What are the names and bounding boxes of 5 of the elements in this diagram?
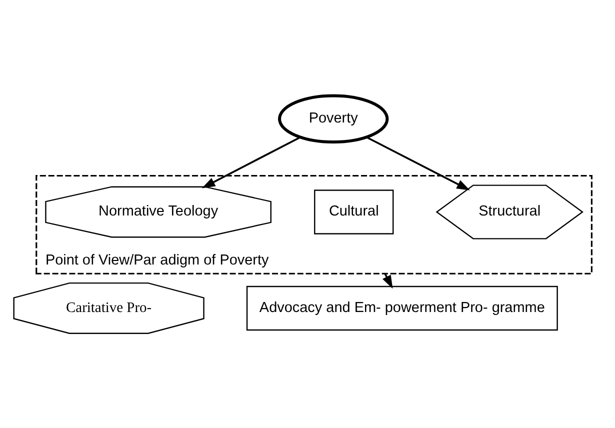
node-box: Advocacy and Em- powerment Pro- gramme: [246, 285, 558, 330]
arrow: [202, 136, 301, 188]
arrow: [366, 136, 470, 190]
node-box: Cultural: [314, 189, 394, 234]
node-ellipse: Poverty: [278, 94, 389, 144]
